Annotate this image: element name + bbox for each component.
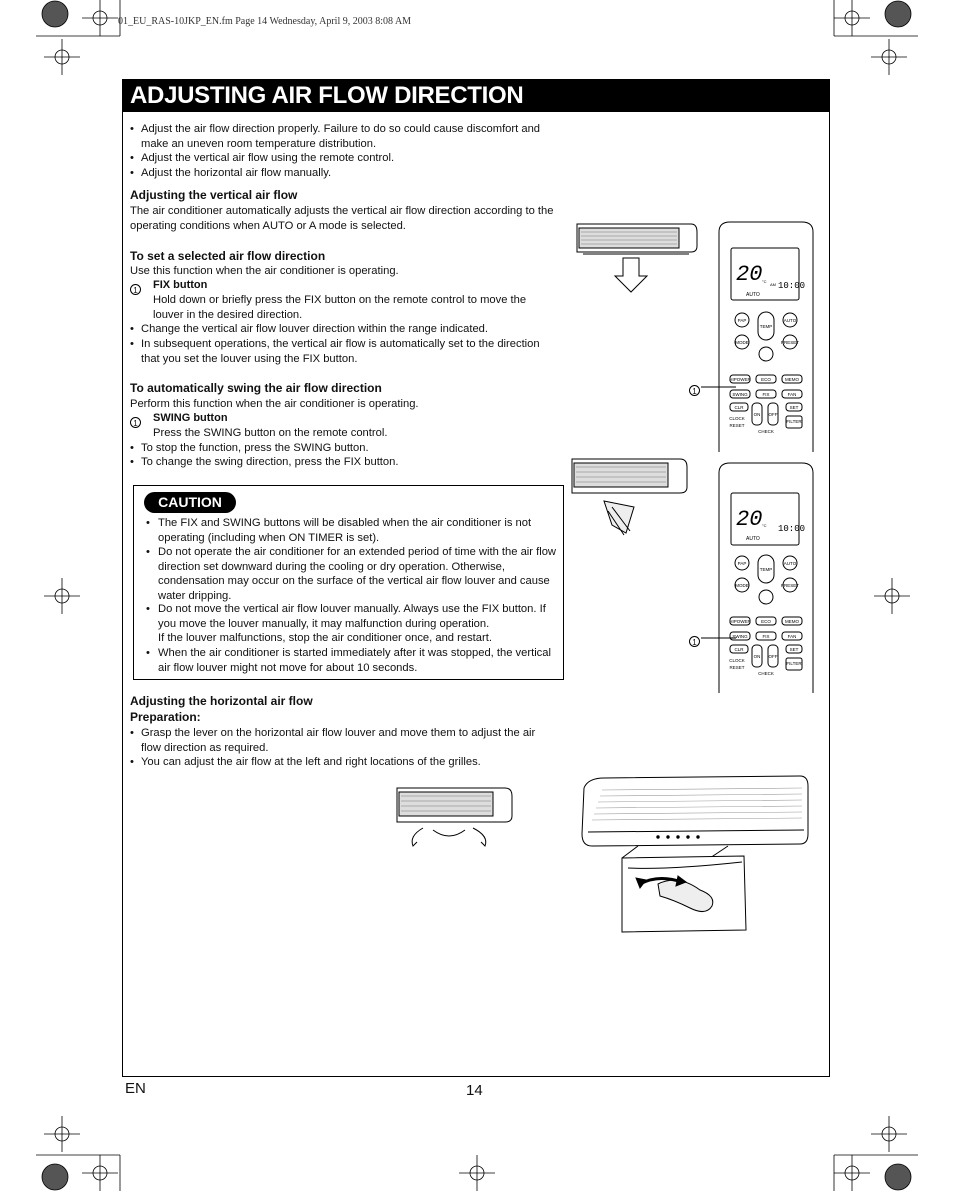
- svg-text:CLR: CLR: [734, 647, 744, 652]
- svg-text:TEMP: TEMP: [760, 567, 773, 572]
- svg-text:CHECK: CHECK: [758, 671, 774, 676]
- caution-bullet: •Do not operate the air conditioner for …: [146, 546, 557, 602]
- remote-control-illustration: 20 10:00 AM °C AUTO PAP TEMP AUTO MODE P…: [718, 221, 814, 452]
- svg-text:AUTO: AUTO: [746, 536, 760, 542]
- swing-button-title: SWING button: [153, 412, 228, 424]
- svg-text:FAN: FAN: [788, 392, 797, 397]
- svg-text:CLOCK: CLOCK: [729, 658, 745, 663]
- caution-bullet: •When the air conditioner is started imm…: [146, 647, 551, 674]
- intro-bullet: •Adjust the horizontal air flow manually…: [130, 167, 332, 179]
- file-header: 01_EU_RAS-10JKP_EN.fm Page 14 Wednesday,…: [118, 16, 412, 27]
- svg-text:ON: ON: [754, 412, 761, 417]
- svg-text:AUTO: AUTO: [784, 561, 797, 566]
- swing-step-text: Press the SWING button on the remote con…: [153, 427, 388, 439]
- vertical-heading: Adjusting the vertical air flow: [130, 188, 298, 202]
- svg-text:SET: SET: [790, 647, 799, 652]
- callout-number: 1: [689, 381, 700, 399]
- ac-unit-horizontal-illustration: [396, 787, 513, 847]
- step-number: 1: [130, 280, 141, 298]
- svg-text:CLOCK: CLOCK: [729, 416, 745, 421]
- auto-swing-bullet: •To change the swing direction, press th…: [130, 456, 399, 468]
- language-label: EN: [125, 1080, 146, 1097]
- caution-badge: CAUTION: [144, 492, 236, 513]
- callout-number: 1: [689, 632, 700, 650]
- set-selected-intro: Use this function when the air condition…: [130, 265, 399, 277]
- set-selected-heading: To set a selected air flow direction: [130, 249, 326, 263]
- callout-line: [701, 637, 736, 639]
- svg-text:ECO: ECO: [761, 619, 771, 624]
- svg-text:FIX: FIX: [762, 392, 769, 397]
- caution-subtext: If the louver malfunctions, stop the air…: [158, 632, 492, 644]
- svg-text:ON: ON: [754, 654, 761, 659]
- title-bar: [122, 79, 830, 112]
- svg-text:PRESET: PRESET: [781, 340, 799, 345]
- fix-button-title: FIX button: [153, 279, 208, 291]
- svg-text:FIX: FIX: [762, 634, 769, 639]
- ac-unit-fix-illustration: [576, 223, 698, 293]
- remote-control-illustration: 20 10:00 °C AUTO PAP TEMP AUTO MODE PRES…: [718, 462, 814, 693]
- svg-text:CLR: CLR: [734, 405, 744, 410]
- svg-text:PAP: PAP: [738, 561, 747, 566]
- svg-text:SWING: SWING: [732, 634, 748, 639]
- svg-text:OFF: OFF: [769, 412, 778, 417]
- ac-unit-hand-illustration: [581, 775, 809, 933]
- svg-text:20: 20: [736, 507, 762, 532]
- horizontal-heading: Adjusting the horizontal air flow: [130, 694, 313, 708]
- svg-text:HIPOWER: HIPOWER: [729, 619, 751, 624]
- svg-text:RESET: RESET: [729, 665, 744, 670]
- intro-bullet: •Adjust the air flow direction properly.…: [130, 123, 541, 150]
- svg-text:MODE: MODE: [735, 583, 749, 588]
- set-selected-bullet: •Change the vertical air flow louver dir…: [130, 323, 489, 335]
- svg-text:HIPOWER: HIPOWER: [729, 377, 751, 382]
- svg-text:10:00: 10:00: [778, 281, 805, 291]
- auto-swing-heading: To automatically swing the air flow dire…: [130, 381, 382, 395]
- svg-text:FILTER: FILTER: [786, 419, 802, 424]
- callout-line: [701, 386, 736, 388]
- set-selected-bullet: •In subsequent operations, the vertical …: [130, 338, 540, 365]
- svg-text:MODE: MODE: [735, 340, 749, 345]
- caution-bullet: •The FIX and SWING buttons will be disab…: [146, 517, 532, 544]
- svg-text:RESET: RESET: [729, 423, 744, 428]
- svg-text:OFF: OFF: [769, 654, 778, 659]
- horizontal-bullet: •Grasp the lever on the horizontal air f…: [130, 727, 536, 754]
- svg-text:MEMO: MEMO: [785, 377, 799, 382]
- ac-unit-swing-illustration: [571, 458, 688, 536]
- svg-text:10:00: 10:00: [778, 524, 805, 534]
- vertical-text: The air conditioner automatically adjust…: [130, 205, 554, 232]
- auto-swing-intro: Perform this function when the air condi…: [130, 398, 419, 410]
- svg-text:CHECK: CHECK: [758, 429, 774, 434]
- svg-text:FAN: FAN: [788, 634, 797, 639]
- svg-text:°C: °C: [762, 523, 767, 528]
- intro-bullet: •Adjust the vertical air flow using the …: [130, 152, 395, 164]
- page-number: 14: [466, 1082, 483, 1099]
- fix-step-text: Hold down or briefly press the FIX butto…: [153, 294, 527, 321]
- svg-text:AUTO: AUTO: [746, 292, 760, 298]
- svg-text:AUTO: AUTO: [784, 318, 797, 323]
- svg-text:ECO: ECO: [761, 377, 771, 382]
- step-number: 1: [130, 413, 141, 431]
- preparation-label: Preparation:: [130, 710, 201, 724]
- caution-bullet: •Do not move the vertical air flow louve…: [146, 603, 546, 630]
- svg-text:SET: SET: [790, 405, 799, 410]
- svg-text:PAP: PAP: [738, 318, 747, 323]
- auto-swing-bullet: •To stop the function, press the SWING b…: [130, 442, 369, 454]
- horizontal-bullet: •You can adjust the air flow at the left…: [130, 756, 481, 768]
- svg-text:AM: AM: [770, 282, 776, 287]
- caution-box: [133, 485, 564, 680]
- svg-text:SWING: SWING: [732, 392, 748, 397]
- svg-text:20: 20: [736, 262, 762, 287]
- svg-text:TEMP: TEMP: [760, 324, 773, 329]
- svg-text:MEMO: MEMO: [785, 619, 799, 624]
- svg-text:FILTER: FILTER: [786, 661, 802, 666]
- page-title: ADJUSTING AIR FLOW DIRECTION: [130, 82, 524, 109]
- svg-text:°C: °C: [762, 279, 767, 284]
- svg-text:PRESET: PRESET: [781, 583, 799, 588]
